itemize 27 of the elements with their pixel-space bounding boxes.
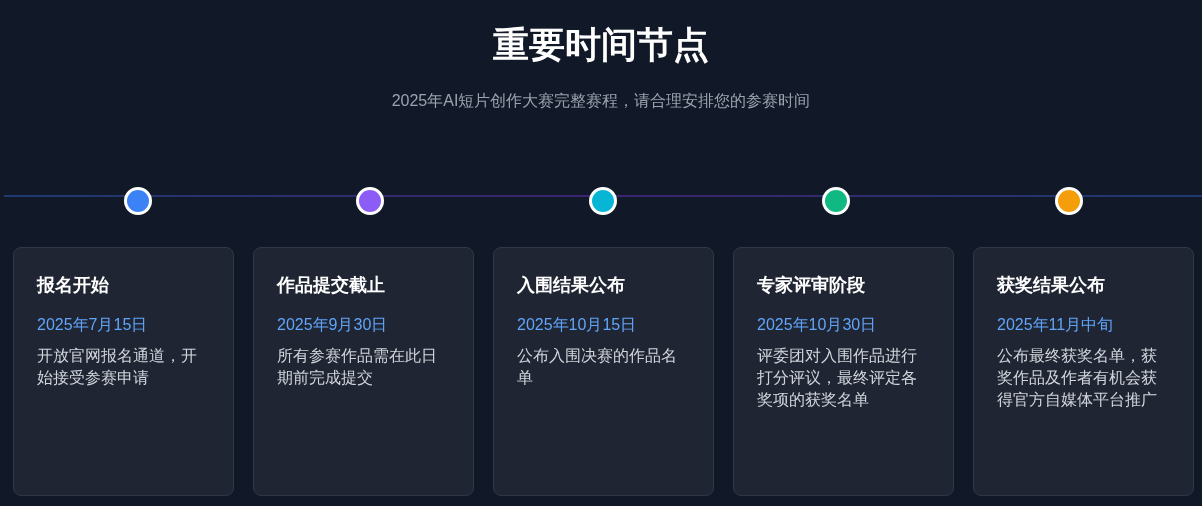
event-card [13, 247, 234, 496]
description: 评委团对入围作品进行打分评议，最终评定各奖项的获奖名单 [757, 346, 918, 410]
card-title: 专家评审阶段 [757, 274, 866, 297]
event-card [973, 247, 1194, 496]
subtitle: 2025年AI短片创作大赛完整赛程，请合理安排您的参赛时间 [391, 91, 811, 111]
card-title: 获奖结果公布 [997, 274, 1106, 297]
dot-icon [124, 187, 152, 215]
event-card [493, 247, 714, 496]
dot-icon [822, 187, 850, 215]
event-card [733, 247, 954, 496]
event-card [253, 247, 474, 496]
description: 开放官网报名通道，开始接受参赛申请 [37, 346, 198, 388]
date-text: 2025年9月30日 [277, 315, 389, 335]
dot-icon [356, 187, 384, 215]
description: 所有参赛作品需在此日期前完成提交 [277, 346, 438, 388]
description: 公布最终获奖名单，获奖作品及作者有机会获得官方自媒体平台推广 [997, 346, 1158, 410]
heading: 重要时间节点 [493, 23, 709, 67]
date-text: 2025年11月中旬 [997, 315, 1115, 335]
dot-icon [589, 187, 617, 215]
date-text: 2025年10月30日 [757, 315, 878, 335]
date-text: 2025年7月15日 [37, 315, 149, 335]
dot-icon [1055, 187, 1083, 215]
card-title: 作品提交截止 [277, 274, 386, 297]
date-text: 2025年10月15日 [517, 315, 638, 335]
description: 公布入围决赛的作品名单 [517, 346, 678, 388]
card-title: 报名开始 [37, 274, 110, 297]
card-title: 入围结果公布 [517, 274, 626, 297]
